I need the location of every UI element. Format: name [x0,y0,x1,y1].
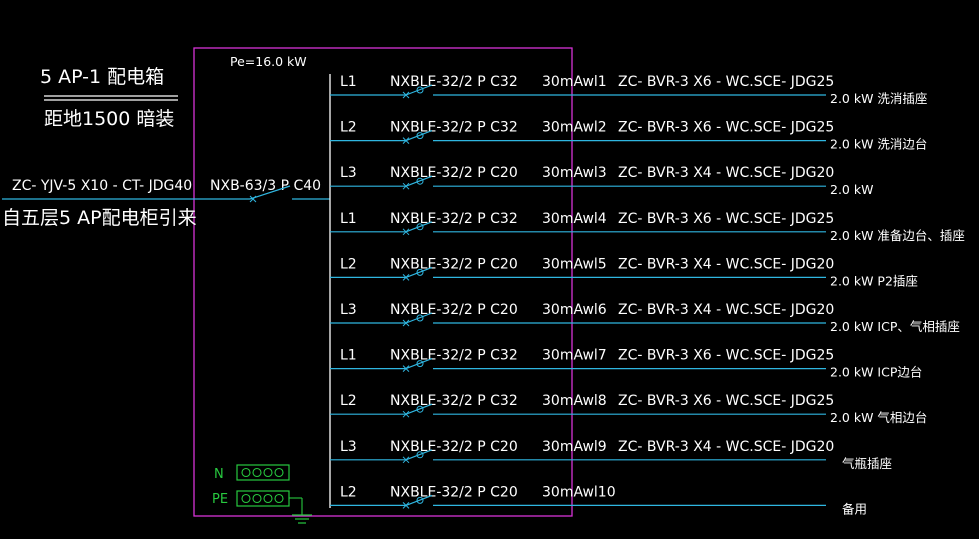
circuit-load: 气瓶插座 [842,456,892,471]
circuit-row: L2 NXBLE-32/2 P C32 30mAwl8 ZC- BVR-3 X6 - … [330,393,927,425]
circuit-cable: ZC- BVR-3 X4 - WC.SCE- JDG20 [618,165,834,181]
circuit-breaker: NXBLE-32/2 P C20 [390,302,518,318]
box-outline [193,47,573,517]
total-power: Pe=16.0 kW [230,54,307,69]
circuit-cable: ZC- BVR-3 X4 - WC.SCE- JDG20 [618,439,834,455]
n-terminal-label: N [214,467,224,482]
circuit-load: 2.0 kW 准备边台、插座 [830,228,965,243]
install-note: 距地1500 暗装 [44,108,174,130]
circuit-breaker: NXBLE-32/2 P C20 [390,484,518,500]
circuit-row: L2 NXBLE-32/2 P C20 30mAwl10 备用 [330,484,867,516]
incoming-source: 自五层5 AP配电柜引来 [2,207,197,229]
circuit-rcd: 30mAwl5 [542,256,607,272]
circuit-load: 2.0 kW [830,182,873,197]
circuit-breaker-symbol [330,449,826,464]
circuit-breaker: NXBLE-32/2 P C32 [390,120,518,136]
circuit-row: L3 NXBLE-32/2 P C20 30mAwl9 ZC- BVR-3 X4 - … [330,439,892,471]
circuit-cable: ZC- BVR-3 X4 - WC.SCE- JDG20 [618,256,834,272]
main-breaker-symbol [249,185,330,203]
circuit-rcd: 30mAwl4 [542,211,607,227]
circuit-phase: L2 [340,120,357,136]
circuit-rcd: 30mAwl1 [542,74,607,90]
pe-terminal-label: PE [212,492,228,507]
circuit-phase: L2 [340,484,357,500]
circuit-breaker-symbol [330,221,826,236]
circuit-row: L1 NXBLE-32/2 P C32 30mAwl4 ZC- BVR-3 X6 - … [330,211,965,243]
circuit-rcd: 30mAwl6 [542,302,607,318]
circuit-row: L2 NXBLE-32/2 P C20 30mAwl5 ZC- BVR-3 X4 - … [330,256,918,288]
pe-terminal-block [236,490,290,507]
circuit-breaker: NXBLE-32/2 P C32 [390,74,518,90]
circuit-load: 2.0 kW 气相边台 [830,410,927,425]
circuit-breaker-symbol [330,175,826,190]
circuit-cable: ZC- BVR-3 X6 - WC.SCE- JDG25 [618,393,834,409]
circuit-phase: L2 [340,393,357,409]
circuit-row: L3 NXBLE-32/2 P C20 30mAwl3 ZC- BVR-3 X4 - … [330,165,873,197]
circuit-row: L1 NXBLE-32/2 P C32 30mAwl1 ZC- BVR-3 X6 - … [330,74,927,106]
circuit-phase: L2 [340,256,357,272]
circuit-rcd: 30mAwl8 [542,393,607,409]
n-terminal-block [236,464,290,481]
circuit-load: 2.0 kW ICP、气相插座 [830,319,960,334]
circuit-load: 2.0 kW 洗消边台 [830,137,927,152]
circuit-load: 备用 [842,501,867,516]
circuit-cable: ZC- BVR-3 X6 - WC.SCE- JDG25 [618,348,834,364]
circuit-rcd: 30mAwl3 [542,165,607,181]
circuit-breaker-symbol [330,494,826,509]
circuit-row: L1 NXBLE-32/2 P C32 30mAwl7 ZC- BVR-3 X6 - … [330,348,922,380]
circuit-rcd: 30mAwl10 [542,484,616,500]
circuit-cable: ZC- BVR-3 X6 - WC.SCE- JDG25 [618,211,834,227]
circuit-breaker-symbol [330,403,826,418]
circuit-breaker: NXBLE-32/2 P C32 [390,393,518,409]
circuit-phase: L3 [340,302,357,318]
circuit-breaker: NXBLE-32/2 P C20 [390,439,518,455]
circuit-breaker-symbol [330,84,826,99]
circuit-phase: L1 [340,211,357,227]
circuit-rcd: 30mAwl2 [542,120,607,136]
circuit-load: 2.0 kW P2插座 [830,273,918,288]
circuit-breaker-symbol [330,130,826,144]
circuit-breaker: NXBLE-32/2 P C32 [390,211,518,227]
circuit-row: L3 NXBLE-32/2 P C20 30mAwl6 ZC- BVR-3 X4 - … [330,302,960,334]
ground-icon [289,497,312,524]
main-breaker-label: NXB-63/3 P C40 [210,178,321,194]
circuit-phase: L3 [340,439,357,455]
circuit-phase: L1 [340,348,357,364]
circuit-breaker: NXBLE-32/2 P C20 [390,256,518,272]
circuit-breaker: NXBLE-32/2 P C32 [390,348,518,364]
circuit-load: 2.0 kW ICP边台 [830,365,922,380]
circuit-breaker-symbol [330,358,826,372]
circuit-rcd: 30mAwl7 [542,348,607,364]
circuit-row: L2 NXBLE-32/2 P C32 30mAwl2 ZC- BVR-3 X6 - … [330,120,927,152]
circuit-cable: ZC- BVR-3 X6 - WC.SCE- JDG25 [618,74,834,90]
circuit-phase: L1 [340,74,357,90]
circuit-breaker: NXBLE-32/2 P C20 [390,165,518,181]
circuit-phase: L3 [340,165,357,181]
circuit-breaker-symbol [330,312,826,327]
box-title: 5 AP-1 配电箱 [40,66,164,88]
incoming-cable: ZC- YJV-5 X10 - CT- JDG40 [12,178,192,194]
circuit-load: 2.0 kW 洗消插座 [830,91,927,106]
circuit-cable: ZC- BVR-3 X6 - WC.SCE- JDG25 [618,120,834,136]
circuit-cable: ZC- BVR-3 X4 - WC.SCE- JDG20 [618,302,834,318]
circuit-breaker-symbol [330,266,826,281]
circuit-rcd: 30mAwl9 [542,439,607,455]
